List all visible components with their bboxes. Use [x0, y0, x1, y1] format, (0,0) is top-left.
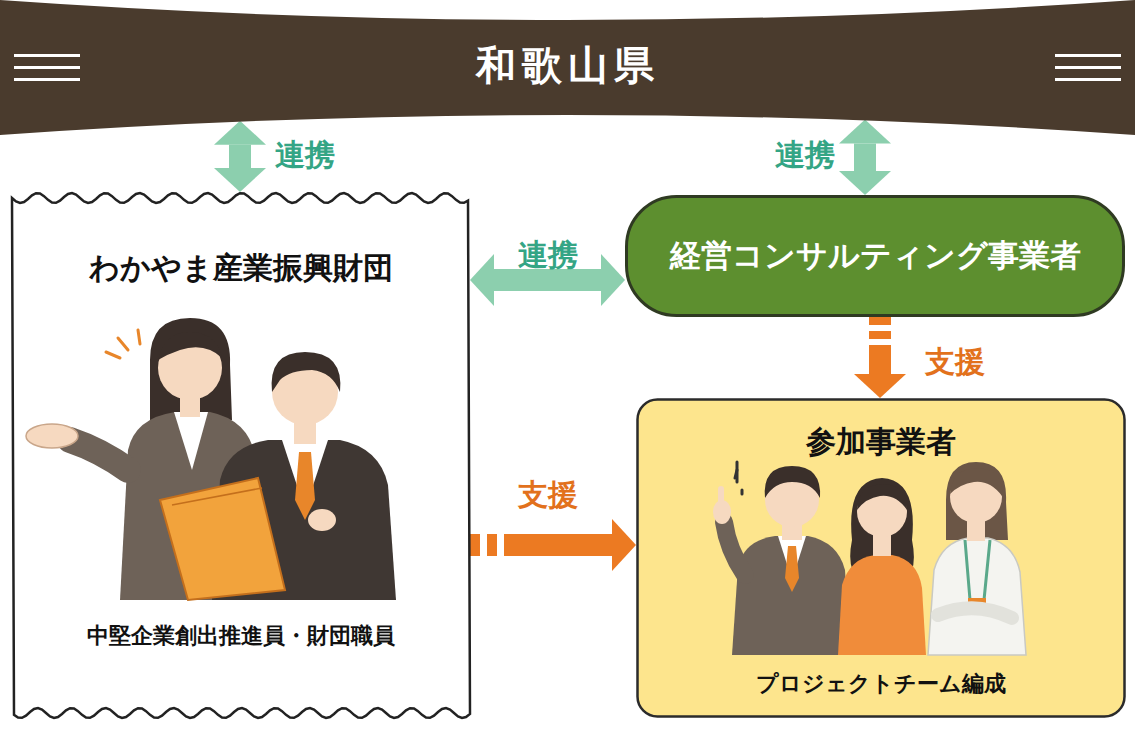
connector-arrow: [470, 519, 636, 571]
arrow-head: [612, 519, 636, 571]
banner-band: [0, 0, 1135, 135]
participant-woman-staff-figure: [928, 462, 1026, 655]
participant-box: 参加事業者プロジェクトチーム編成: [636, 398, 1126, 718]
arrow-shaft: [229, 145, 251, 168]
arrow-head: [839, 119, 891, 143]
edge-label: 支援: [518, 477, 578, 513]
rounded-box-outline: [638, 400, 1125, 717]
foundation-panel: わかやま産業振興財団中堅企業創出推進員・財団職員: [12, 192, 470, 720]
edge-label: 連携: [518, 237, 578, 273]
panel-title: わかやま産業振興財団: [89, 250, 393, 286]
consultant-cloud: 経営コンサルティング事業者: [625, 195, 1125, 317]
banner-stripe: [14, 66, 80, 69]
staff-man-figure: [160, 352, 396, 600]
connector-arrow: [854, 317, 906, 398]
connector-arrow: [214, 121, 266, 192]
edge-label: 連携: [275, 137, 335, 173]
banner-stripe: [14, 78, 80, 81]
banner-stripe: [1055, 78, 1121, 81]
arrow-head: [214, 168, 266, 192]
cloud-outline: [627, 197, 1124, 316]
edge-label: 支援: [925, 344, 985, 380]
staff-caption: 中堅企業創出推進員・財団職員: [87, 623, 395, 649]
arrow-head: [214, 121, 266, 145]
arrow-head: [854, 374, 906, 398]
connector-arrow: [839, 119, 891, 195]
wavy-panel-outline: [12, 193, 470, 718]
banner-stripe: [1055, 66, 1121, 69]
staff-woman-figure: [26, 318, 262, 600]
box-title: 参加事業者: [806, 424, 956, 460]
prefecture-banner: 和歌山県: [0, 0, 1135, 135]
arrow-shaft: [470, 534, 612, 556]
arrow-shaft: [869, 317, 891, 374]
banner-stripe: [14, 54, 80, 57]
cloud-title: 経営コンサルティング事業者: [670, 237, 1081, 274]
arrow-shaft: [494, 269, 601, 291]
edge-label: 連携: [775, 137, 835, 173]
arrow-shaft: [854, 143, 876, 171]
arrow-head: [839, 171, 891, 195]
banner-title: 和歌山県: [476, 41, 660, 89]
team-caption: プロジェクトチーム編成: [756, 671, 1006, 697]
banner-stripe: [1055, 54, 1121, 57]
participant-woman-figure: [838, 478, 926, 655]
participant-man-figure: [713, 462, 850, 655]
arrow-head: [470, 254, 494, 306]
arrow-head: [601, 254, 625, 306]
